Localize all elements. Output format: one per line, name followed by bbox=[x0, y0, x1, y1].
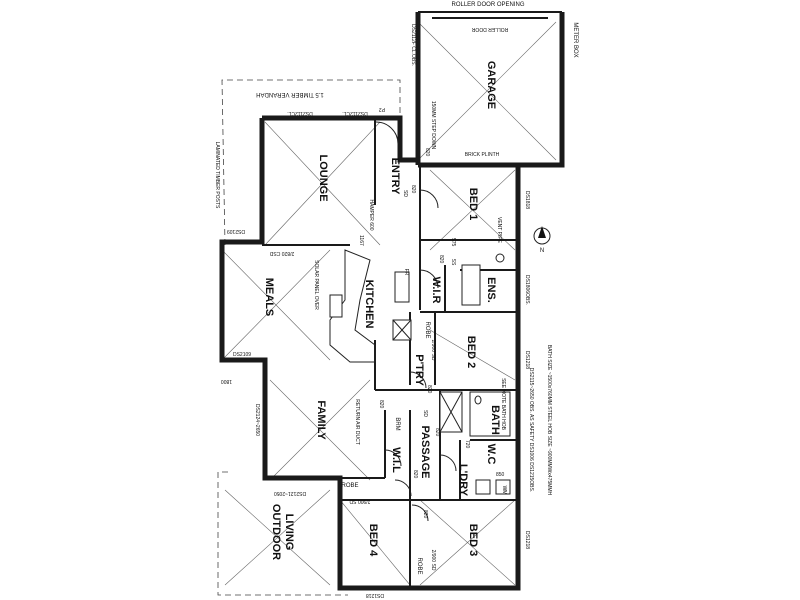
dimension-label: 820 bbox=[410, 185, 416, 194]
cooktop-icon bbox=[329, 294, 343, 318]
window-label: DS2112F CL.OBS. bbox=[410, 24, 416, 66]
room-label-passage: PASSAGE bbox=[419, 426, 431, 479]
window-label: DS1806OBS. bbox=[524, 275, 530, 305]
roller-door-opening-note: ROLLER DOOR OPENING bbox=[451, 2, 524, 8]
window-label: DS2112CL. bbox=[287, 110, 312, 116]
house-outer-walls bbox=[219, 115, 521, 591]
dimension-label: SD bbox=[422, 410, 428, 417]
fridge-label: FR bbox=[403, 269, 409, 276]
step-down-note: 150MM STEP DOWN bbox=[430, 101, 436, 150]
kitchen-bench bbox=[329, 249, 412, 363]
brick-plinth-note: BRICK PLINTH bbox=[465, 152, 500, 158]
room-label-meals: MEALS bbox=[263, 278, 275, 317]
dimension-labels: 820 820 820 820 820 820 820 820 720 850 … bbox=[221, 106, 505, 571]
room-label-robe-bed4: ROBE bbox=[341, 483, 358, 489]
dimension-label: 850 bbox=[496, 472, 505, 478]
roof-hip-lines bbox=[221, 21, 557, 586]
north-arrow: N bbox=[533, 226, 551, 254]
roller-door-note: ROLLER DOOR bbox=[471, 26, 508, 32]
verandah-outline bbox=[217, 79, 401, 596]
meter-box-note: METER BOX bbox=[572, 22, 578, 57]
verandah-note: 1.5 TIMBER VERANDAH bbox=[256, 91, 324, 97]
room-label-family: FAMILY bbox=[315, 400, 327, 440]
room-label-outdoor: OUTDOOR bbox=[270, 504, 282, 560]
window-label: DS1218 bbox=[366, 592, 384, 598]
garage-walls bbox=[415, 11, 565, 168]
dimension-label: 820 bbox=[412, 470, 418, 479]
dimension-label: 2/900 SD bbox=[430, 340, 436, 361]
dimension-label: 820 bbox=[424, 148, 430, 157]
door-swings bbox=[375, 121, 457, 522]
solar-panel-note: SOLAR PANEL OVER bbox=[313, 260, 319, 310]
plan-notes: ROLLER DOOR OPENING ROLLER DOOR METER BO… bbox=[214, 2, 578, 496]
room-label-robe-bed3: ROBE bbox=[416, 557, 422, 574]
toilet-icon bbox=[474, 395, 482, 405]
obs-safety-note: DS2115~2650 OBS. AS SAFETY DS1006 DS1215… bbox=[528, 368, 534, 492]
ensuite-shower-icon bbox=[461, 264, 481, 306]
shelf-label: SS bbox=[450, 259, 456, 266]
room-label-living: LIVING bbox=[283, 514, 295, 551]
window-label: DS1818 bbox=[524, 191, 530, 209]
room-label-wil: W.I.L bbox=[390, 447, 402, 473]
room-label-robe-bed2: ROBE bbox=[424, 321, 430, 338]
bath-size-note: BATH SIZE ~1500x760MM STEEL HOB SIZE ~90… bbox=[546, 345, 552, 496]
dimension-label: 820 bbox=[434, 428, 440, 437]
bathroom-fixtures bbox=[439, 253, 511, 495]
ensuite-toilet-icon bbox=[495, 253, 505, 263]
window-label: DS2112CL. bbox=[342, 110, 367, 116]
room-label-kitchen: KITCHEN bbox=[363, 280, 375, 329]
return-air-note: RETURN AIR DUCT bbox=[354, 399, 360, 445]
dimension-label: P2 bbox=[379, 106, 385, 112]
washing-machine-icon bbox=[495, 479, 511, 495]
dimension-label: SD bbox=[402, 190, 408, 197]
trough-icon bbox=[475, 479, 491, 495]
room-label-bed2: BED 2 bbox=[465, 336, 477, 368]
svg-text:N: N bbox=[540, 248, 544, 254]
hamper-note: HAMPER 600 bbox=[368, 199, 374, 230]
dimension-label: 820 bbox=[378, 400, 384, 409]
vent-pipe-note: VENT PIPE bbox=[496, 217, 502, 244]
window-label: DS1218 bbox=[524, 351, 530, 369]
dimension-label: 2/820 CSD bbox=[269, 250, 294, 256]
room-label-wir: W.I.R bbox=[430, 277, 442, 304]
wm-label: WM bbox=[501, 486, 507, 495]
room-label-lounge: LOUNGE bbox=[317, 154, 329, 201]
window-label: DS2121~2050 bbox=[274, 490, 306, 496]
dimension-label: 820 bbox=[438, 255, 444, 264]
dimension-label: 2/900 SD bbox=[430, 550, 436, 571]
window-label: DS2124~2650 bbox=[254, 404, 260, 436]
bath-icon bbox=[469, 391, 511, 437]
see-note-bath: SEE NOTE BATH HOB bbox=[500, 378, 506, 431]
window-labels: DS2112F CL.OBS. DS2112CL. DS2112CL. DS21… bbox=[227, 24, 530, 598]
room-label-wc: W.C bbox=[485, 444, 497, 465]
room-label-ens: ENS. bbox=[485, 277, 497, 303]
room-label-bed3: BED 3 bbox=[467, 524, 479, 556]
sink-icon bbox=[394, 271, 410, 303]
window-label: DS1218 bbox=[524, 531, 530, 549]
dimension-label: 720 bbox=[464, 440, 470, 449]
room-label-brm: BRM bbox=[394, 417, 400, 430]
room-labels: GARAGE ENTRY LOUNGE BED 1 MEALS KITCHEN … bbox=[263, 61, 501, 575]
room-label-bed4: BED 4 bbox=[367, 524, 379, 557]
dimension-label: 575 bbox=[450, 238, 456, 247]
room-label-ldry: L'DRY bbox=[457, 464, 469, 497]
room-label-entry: ENTRY bbox=[389, 158, 401, 196]
dimension-label: 2/900 SD bbox=[349, 498, 370, 504]
dimension-label: 1167 bbox=[358, 235, 364, 246]
room-label-bed1: BED 1 bbox=[467, 188, 479, 220]
dimension-label: 820 bbox=[422, 510, 428, 519]
dimension-label: 1800 bbox=[221, 378, 232, 384]
room-label-garage: GARAGE bbox=[485, 61, 497, 109]
window-label: DS2109 bbox=[227, 228, 245, 234]
posts-note: LAMINATED TIMBER POSTS bbox=[214, 142, 220, 209]
window-label: DS2109 bbox=[233, 352, 251, 358]
room-label-pantry: P'TRY bbox=[413, 354, 425, 386]
dimension-label: 820 bbox=[426, 385, 432, 394]
room-label-bath: BATH bbox=[489, 405, 501, 435]
